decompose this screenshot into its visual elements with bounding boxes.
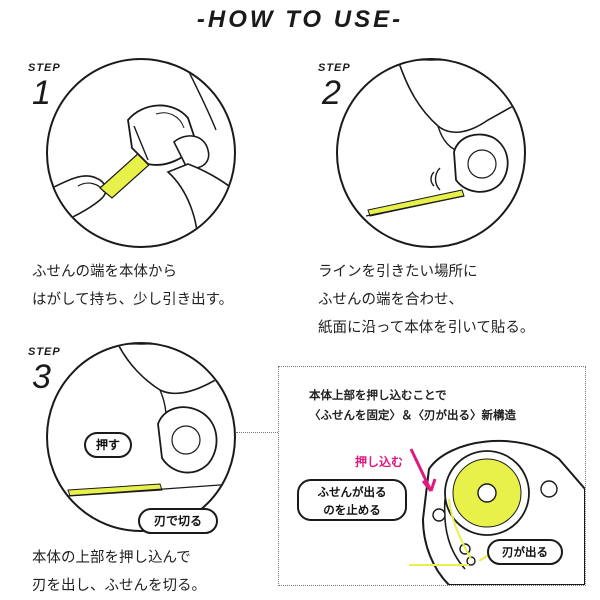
step-3-description: 本体の上部を押し込んで 刃を出し、ふせんを切る。 [32,550,206,594]
step-1-label: STEP [28,62,61,74]
step-2-number: 2 [322,74,341,112]
detail-heading: 本体上部を押し込むことで 〈ふせんを固定〉＆〈刃が出る〉新構造 [309,388,516,422]
detail-panel: 本体上部を押し込むことで 〈ふせんを固定〉＆〈刃が出る〉新構造 押し込む ふせん… [278,366,586,586]
step-2-description: ラインを引きたい場所に ふせんの端を合わせ、 紙面に沿って本体を引いて貼る。 [318,264,535,336]
blade-callout: 刃が出る [487,539,563,565]
stop-callout: ふせんが出る のを止める [297,479,407,521]
press-in-label: 押し込む [355,455,404,469]
step-2-label: STEP [318,62,351,74]
cut-callout: 刃で切る [138,508,218,534]
step-3-illustration [46,342,236,532]
step-3-number: 3 [32,358,51,396]
push-callout: 押す [84,432,132,458]
step-3-label: STEP [28,346,61,358]
step-1-illustration [46,58,236,248]
step-1-description: ふせんの端を本体から はがして持ち、少し引き出す。 [32,264,234,308]
detail-connector [236,432,278,433]
step-2-illustration [336,58,526,248]
step-1-number: 1 [32,74,51,112]
page-title: -HOW TO USE- [196,6,404,33]
